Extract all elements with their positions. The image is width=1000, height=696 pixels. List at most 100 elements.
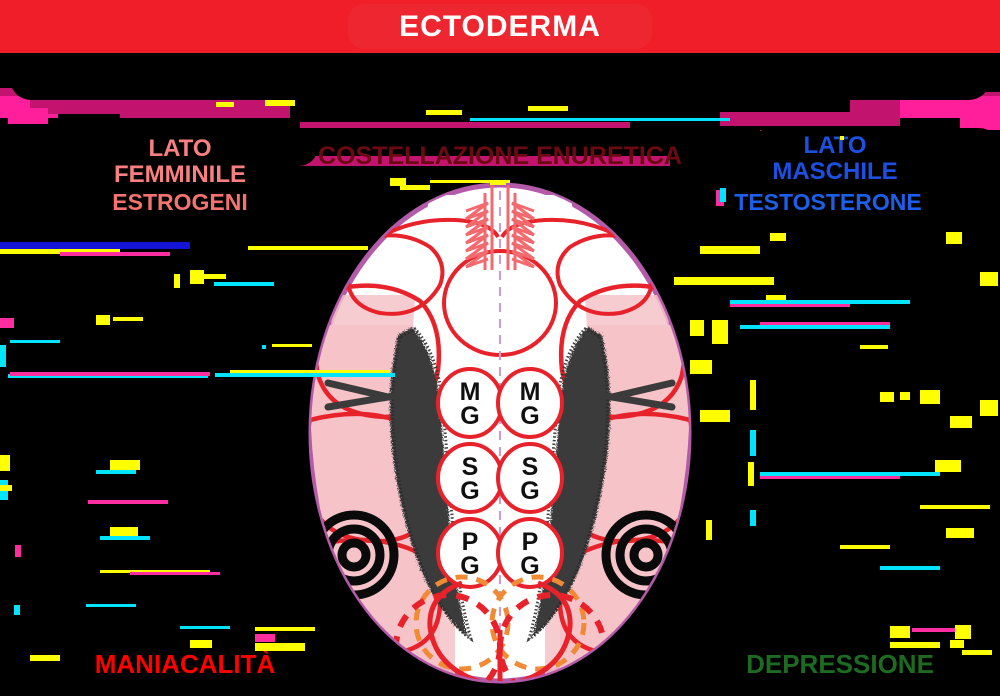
label-maniacalita: MANIACALITÀ [94,649,276,679]
glitch-stripe-r24 [900,392,910,400]
glitch-stripe-34 [190,640,212,648]
glitch-stripe-18 [248,246,368,250]
glitch-stripe-r31 [840,545,890,549]
glitch-stripe-11 [0,345,6,367]
glitch-stripe-t6 [528,106,568,111]
glitch-stripe-12 [8,374,208,378]
glitch-stripe-r19 [750,510,756,526]
black-pill-upper [10,58,990,100]
glitch-stripe-t5 [426,110,462,115]
glitch-stripe-r21 [950,416,972,428]
glitch-stripe-r9 [740,325,890,329]
glitch-stripe-2 [0,249,120,254]
glitch-stripe-r5 [980,272,998,286]
bowtie-mark-right [576,377,676,417]
ectoderma-banner [0,0,1000,53]
glitch-stripe-r7 [730,300,910,304]
brain-diagram: M G M G S G S G P G P G [280,175,720,695]
glitch-stripe-16 [262,345,266,349]
glitch-stripe-t8 [600,118,730,121]
glitch-stripe-29 [130,572,220,575]
glitch-stripe-6 [196,274,226,279]
glitch-stripe-r18 [748,462,754,486]
brain-svg: M G M G S G S G P G P G [280,182,720,684]
glitch-stripe-19 [214,282,274,286]
glitch-stripe-r10 [760,322,890,325]
relay-mg-left-line1: M [460,378,481,406]
glitch-stripe-38 [255,643,305,651]
black-pill-center [245,128,735,156]
glitch-stripe-r1 [700,246,760,254]
leader-lines [280,307,720,492]
glitch-stripe-t9 [430,180,510,183]
glitch-stripe-r22 [980,400,998,416]
glitch-stripe-r27 [760,476,900,479]
relay-pg-left-line1: P [462,528,479,556]
dashed-orange-circle-right [489,574,587,672]
glitch-stripe-r26 [760,472,940,476]
glitch-stripe-1 [0,242,190,249]
glitch-stripe-r11 [860,345,888,349]
glitch-blob-left-5 [8,108,48,124]
glitch-stripe-r32 [880,566,940,570]
glitch-stripe-r38 [962,650,992,655]
glitch-stripe-22 [0,485,12,491]
label-lato-femminile: LATO FEMMINILE [114,135,246,188]
relay-circles [436,367,564,589]
glitch-stripe-r2 [674,277,774,285]
relay-mg-left-line2: G [460,402,479,430]
relay-sg-left-line2: G [460,477,479,505]
glitch-stripe-r30 [946,528,974,538]
glitch-stripe-r39 [840,136,844,140]
glitch-stripe-32 [14,605,20,615]
glitch-stripe-20 [0,455,10,471]
glitch-stripe-r12 [690,320,704,336]
glitch-stripe-t7 [470,118,600,121]
glitch-stripe-35 [180,626,230,629]
relay-sg-right [496,442,564,514]
label-lato-maschile: LATO MASCHILE [772,132,898,185]
glitch-stripe-r41 [720,188,726,202]
glitch-stripe-4 [174,274,180,288]
relay-mg-right-line2: G [520,402,539,430]
label-testosterone: TESTOSTERONE [734,189,922,215]
relay-pg-right [496,517,564,589]
relay-sg-left-line1: S [462,453,479,481]
glitch-stripe-7 [96,315,110,325]
glitch-stripe-13 [10,372,210,376]
zigzag-ladders [461,185,539,270]
banner-pill [348,4,652,49]
bowtie-mark-left [324,377,424,417]
glitch-stripe-t1 [216,102,234,107]
glitch-stripe-28 [100,570,210,573]
glitch-stripe-31 [15,545,21,557]
glitch-stripe-30 [86,604,136,607]
black-pill-right [750,128,1000,170]
glitch-stripe-10 [10,340,60,343]
glitch-stripe-r36 [890,642,940,648]
glitch-stripe-r13 [712,320,728,344]
glitch-stripe-33 [30,655,60,661]
glitch-stripe-r16 [750,380,756,410]
glitch-stripe-t2 [265,100,295,106]
glitch-stripe-t10 [390,178,406,186]
glitch-stripe-26 [110,527,138,537]
glitch-stripe-17 [272,344,312,347]
glitch-stripe-r35 [955,625,971,639]
label-estrogeni: ESTROGENI [112,189,248,215]
glitch-blob-right-5 [960,100,1000,130]
glitch-stripe-r34 [912,628,956,632]
label-costellazione-enuretica: COSTELLAZIONE ENURETICA [318,142,682,170]
banner-title: ECTODERMA [399,9,601,43]
glitch-stripe-r3 [770,233,786,241]
glitch-stripe-r23 [880,392,894,402]
glitch-stripe-r4 [946,232,962,244]
glitch-stripe-t3 [400,185,430,190]
glitch-stripe-r15 [700,410,730,422]
relay-pg-left-line2: G [460,552,479,580]
glitch-stripe-23 [110,460,140,470]
glitch-stripe-36 [255,627,315,631]
glitch-stripe-r29 [920,505,990,509]
glitch-stripe-14 [215,373,395,377]
